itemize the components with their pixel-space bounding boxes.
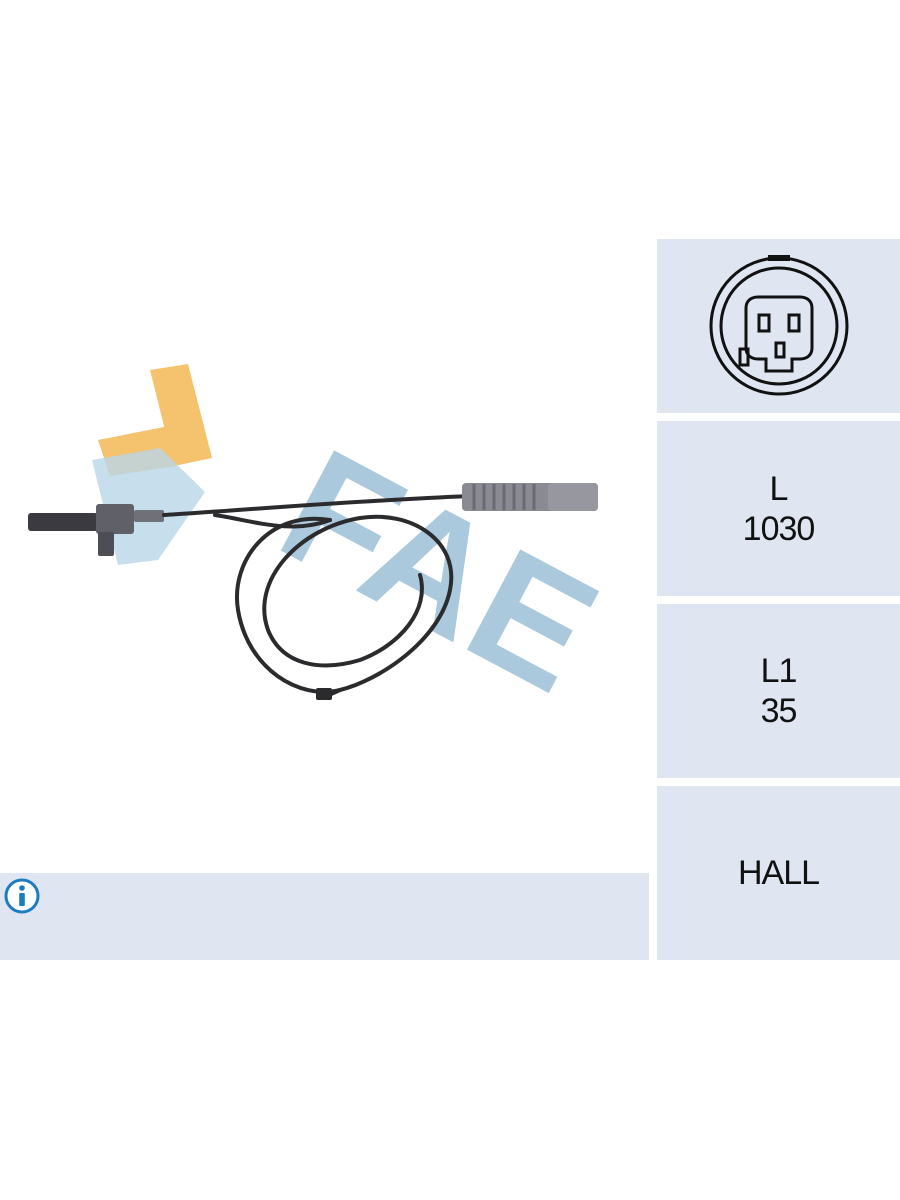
brand-logo-text: FAE [255,414,625,727]
connector-pinout-icon [709,255,848,396]
length-value: 1030 [742,509,816,548]
connector-plug [462,483,598,511]
length-panel: L 1030 [657,421,900,596]
l1-label: L1 [760,652,798,690]
brand-logo: FAE [92,364,624,727]
info-bar [0,873,649,960]
connector-panel [657,239,900,413]
length-label: L [769,469,789,508]
cable-clip [316,688,332,700]
l1-panel: L1 35 [657,604,900,778]
sensor-head [28,504,164,556]
info-icon[interactable] [4,878,40,914]
l1-value: 35 [760,692,798,730]
sensor-type: HALL [737,854,820,892]
sensor-type-panel: HALL [657,786,900,960]
product-image: FAE [28,364,624,727]
